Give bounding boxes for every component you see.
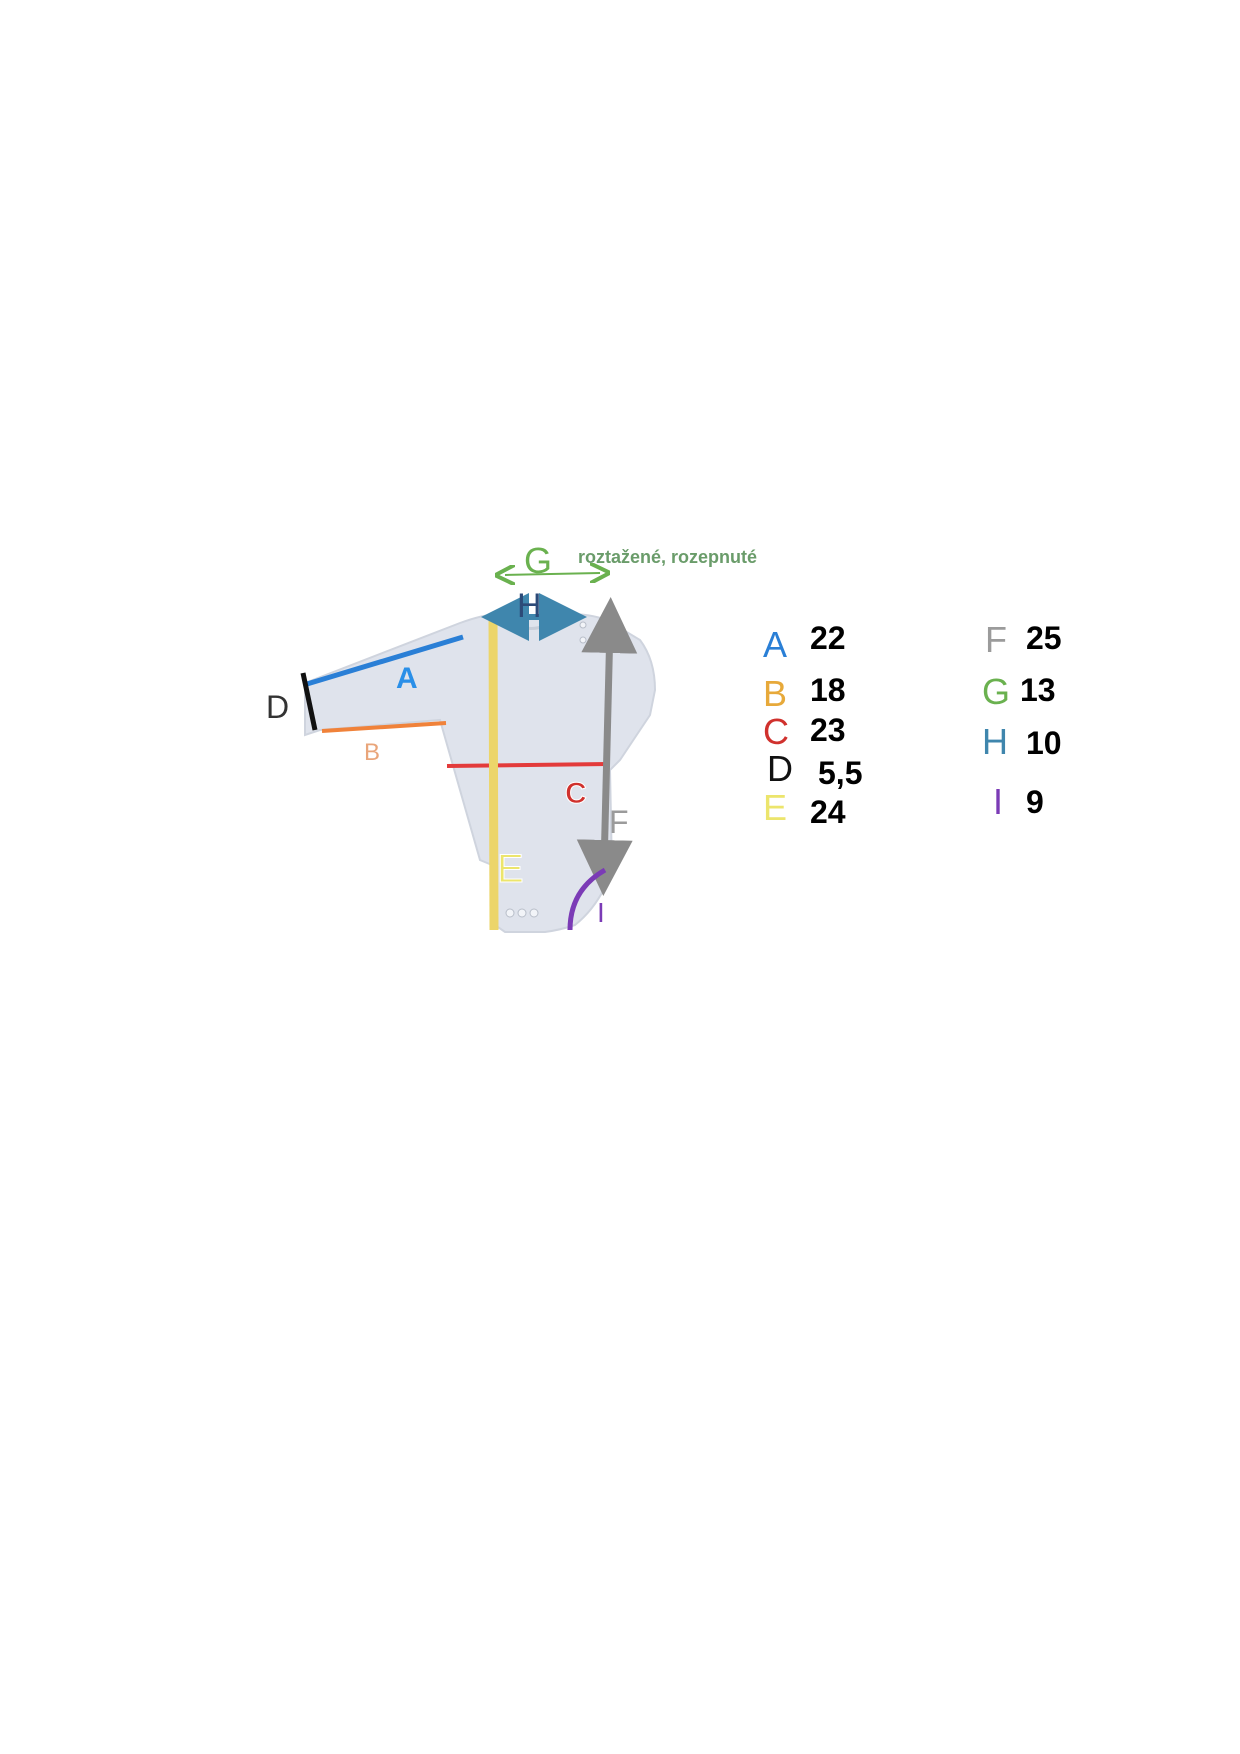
legend-value-d: 5,5 bbox=[818, 755, 863, 791]
legend-value-e: 24 bbox=[810, 794, 846, 830]
legend-value-h: 10 bbox=[1026, 725, 1062, 761]
legend-letter-a: A bbox=[763, 624, 788, 665]
note-stretched-unbuttoned: roztažené, rozepnuté bbox=[578, 547, 757, 567]
legend-value-c: 23 bbox=[810, 712, 846, 748]
snap-button bbox=[505, 908, 515, 918]
measure-e-line bbox=[488, 613, 499, 931]
label-a: A bbox=[396, 662, 418, 695]
legend-value-f: 25 bbox=[1026, 620, 1062, 656]
measure-f-arrow bbox=[576, 597, 638, 896]
measure-i-arc bbox=[567, 867, 607, 931]
legend-letter-e: E bbox=[763, 787, 788, 828]
legend-letter-d: D bbox=[767, 748, 793, 789]
measure-a-line bbox=[306, 634, 464, 687]
legend-letter-i: I bbox=[993, 781, 1004, 822]
legend-value-b: 18 bbox=[810, 672, 846, 708]
label-c: C bbox=[565, 777, 587, 810]
measure-b-line bbox=[321, 721, 447, 733]
label-d: D bbox=[266, 689, 289, 725]
label-h: H bbox=[517, 587, 542, 625]
bodysuit-silhouette bbox=[304, 613, 657, 933]
legend-letter-g: G bbox=[982, 671, 1011, 712]
snap-button bbox=[579, 621, 587, 629]
legend-value-a: 22 bbox=[810, 620, 846, 656]
measure-d-line bbox=[300, 672, 318, 731]
legend-letter-h: H bbox=[982, 721, 1008, 762]
measure-c-line bbox=[446, 762, 609, 768]
legend-letter-c: C bbox=[763, 711, 789, 752]
label-b: B bbox=[364, 739, 380, 766]
snap-button bbox=[529, 908, 539, 918]
label-f: F bbox=[609, 804, 629, 840]
legend-value-g: 13 bbox=[1020, 672, 1056, 708]
label-e: E bbox=[497, 847, 524, 891]
legend-value-i: 9 bbox=[1026, 784, 1044, 820]
label-i: I bbox=[597, 897, 605, 928]
label-g: G bbox=[524, 540, 552, 581]
measure-g-arrow bbox=[505, 573, 600, 575]
legend-letter-f: F bbox=[985, 619, 1007, 660]
snap-button bbox=[579, 636, 587, 644]
snap-button bbox=[517, 908, 527, 918]
legend-letter-b: B bbox=[763, 673, 788, 714]
